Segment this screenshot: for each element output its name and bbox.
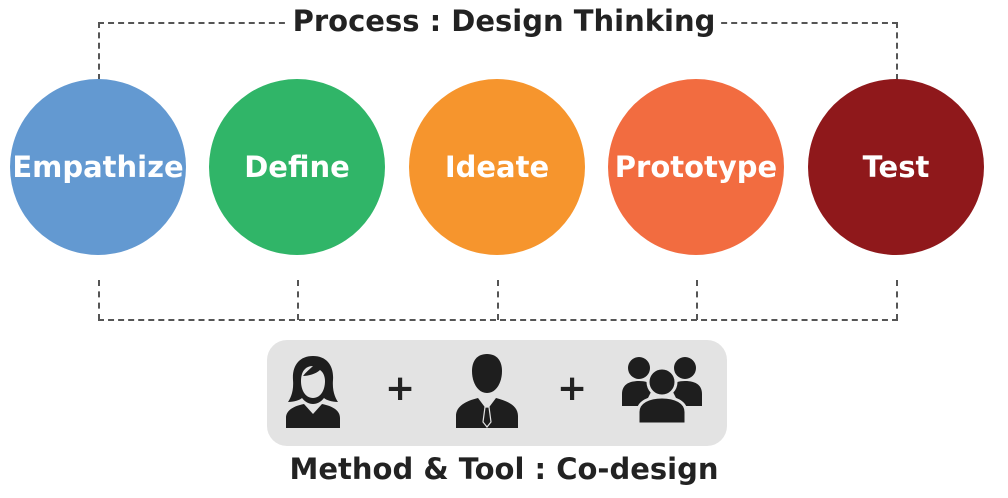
- plus-sign-2: +: [557, 368, 588, 409]
- bottom-drop-2: [297, 280, 299, 320]
- stage-label: Prototype: [614, 150, 778, 184]
- stage-test: Test: [808, 79, 984, 255]
- stage-label: Empathize: [12, 150, 184, 184]
- woman-icon: [286, 356, 340, 428]
- method-title: Method & Tool : Co-design: [0, 452, 1008, 486]
- top-bracket-left-drop: [98, 22, 100, 80]
- stage-label: Test: [862, 150, 930, 184]
- bottom-drop-4: [696, 280, 698, 320]
- man-icon: [456, 354, 518, 428]
- group-icon: [622, 357, 702, 424]
- bottom-drop-5: [896, 280, 898, 320]
- process-title: Process : Design Thinking: [0, 4, 1008, 38]
- bottom-drop-3: [497, 280, 499, 320]
- process-title-text: Process : Design Thinking: [286, 4, 722, 38]
- stage-prototype: Prototype: [608, 79, 784, 255]
- plus-sign-1: +: [385, 368, 416, 409]
- stage-empathize: Empathize: [10, 79, 186, 255]
- method-title-text: Method & Tool : Co-design: [283, 452, 725, 486]
- bottom-bracket-line: [98, 319, 898, 321]
- top-bracket-right-drop: [896, 22, 898, 80]
- stage-define: Define: [209, 79, 385, 255]
- stage-ideate: Ideate: [409, 79, 585, 255]
- stage-label: Ideate: [444, 150, 550, 184]
- bottom-drop-1: [98, 280, 100, 320]
- stage-label: Define: [244, 150, 350, 184]
